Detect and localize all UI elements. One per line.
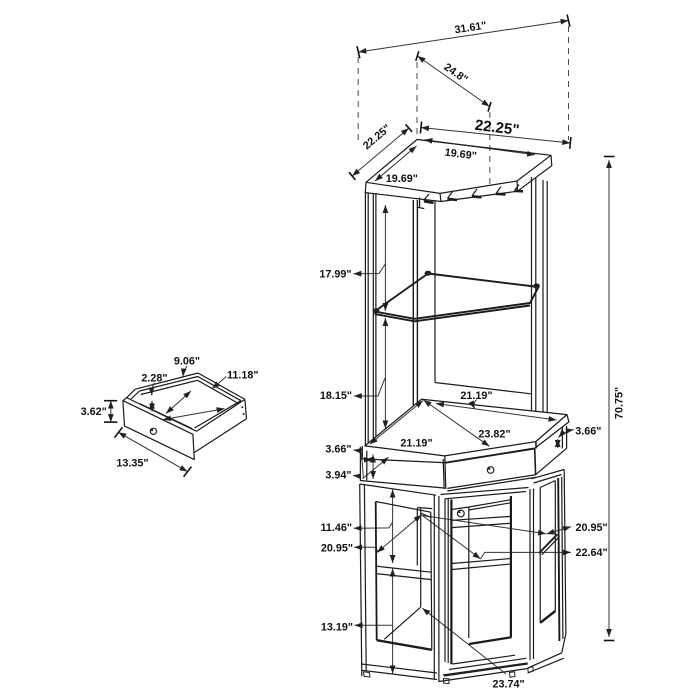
svg-text:3.66": 3.66" [325, 444, 351, 456]
svg-text:11.46": 11.46" [320, 522, 352, 534]
svg-text:3.66": 3.66" [575, 425, 601, 437]
svg-text:9.06": 9.06" [174, 356, 200, 368]
svg-text:20.95": 20.95" [576, 522, 608, 534]
svg-text:70.75": 70.75" [614, 387, 626, 419]
svg-text:19.69": 19.69" [386, 173, 418, 185]
svg-text:23.74": 23.74" [493, 679, 525, 691]
svg-text:13.35": 13.35" [116, 458, 148, 470]
svg-text:2.28": 2.28" [141, 373, 167, 385]
svg-text:18.15": 18.15" [320, 390, 352, 402]
svg-text:3.94": 3.94" [325, 469, 351, 481]
svg-text:31.61": 31.61" [454, 20, 488, 37]
svg-text:22.64": 22.64" [576, 547, 608, 559]
svg-text:19.69": 19.69" [444, 147, 477, 163]
svg-text:11.18": 11.18" [227, 370, 259, 382]
svg-text:21.19": 21.19" [400, 437, 432, 449]
svg-text:13.19": 13.19" [321, 622, 353, 634]
svg-text:23.82": 23.82" [478, 429, 510, 441]
svg-text:3.62": 3.62" [81, 406, 107, 418]
svg-text:21.19": 21.19" [460, 390, 492, 402]
svg-text:20.95": 20.95" [321, 542, 353, 554]
svg-text:17.99": 17.99" [319, 269, 351, 281]
svg-text:22.25": 22.25" [474, 117, 520, 139]
